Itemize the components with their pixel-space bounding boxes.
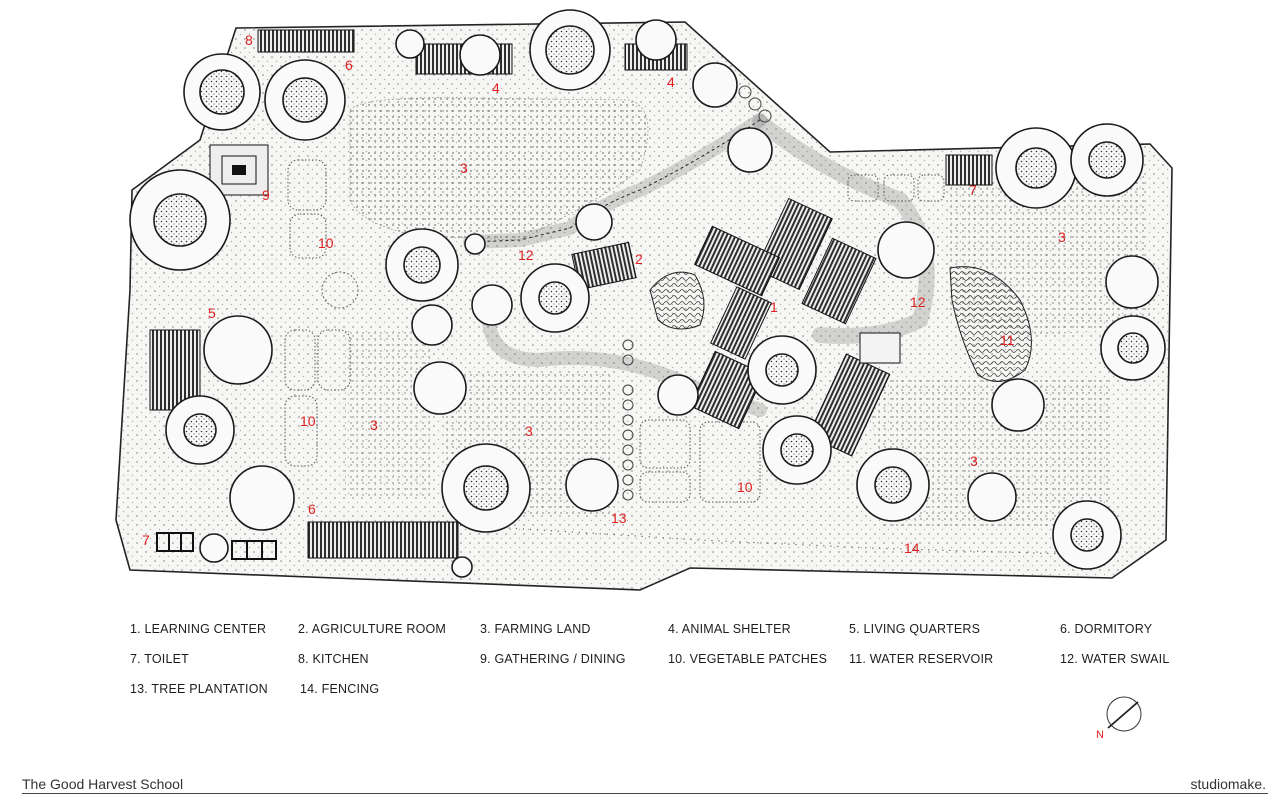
footer-divider [22, 793, 1268, 794]
tree-icon [967, 472, 1017, 522]
dormitory-south [307, 521, 459, 559]
toilet-southwest [156, 532, 277, 560]
circular-plot [321, 271, 359, 309]
tree-icon [464, 233, 486, 255]
tree-icon [991, 378, 1045, 432]
tree-icon [877, 221, 935, 279]
plan-number: 10 [318, 235, 334, 251]
tree-icon [1052, 500, 1122, 570]
north-label: N [1096, 729, 1104, 740]
plan-number: 1 [770, 299, 778, 315]
farming-field-southeast [870, 380, 1112, 530]
tree-icon [471, 284, 513, 326]
plan-number: 7 [142, 532, 150, 548]
tree-icon [692, 62, 738, 108]
legend-item: 7. TOILET [130, 652, 190, 666]
water-reservoir [949, 266, 1032, 382]
plan-number: 3 [525, 423, 533, 439]
plan-number: 3 [970, 453, 978, 469]
tree-icon [565, 458, 619, 512]
farming-field-north [349, 97, 649, 241]
tree-plantation-row [622, 85, 772, 501]
plan-number: 11 [1000, 332, 1015, 348]
legend-item: 11. WATER RESERVOIR [849, 652, 994, 666]
plan-number: 12 [518, 247, 534, 263]
legend-item: 6. DORMITORY [1060, 622, 1153, 636]
tree-icon [411, 304, 453, 346]
gathering-dining-hut [209, 144, 269, 196]
tree-icon [264, 59, 346, 141]
toilet-east [945, 154, 993, 186]
plan-number: 13 [611, 510, 627, 526]
tree-icon [575, 203, 613, 241]
plan-number: 6 [345, 57, 353, 73]
trees [129, 9, 1166, 578]
tree-icon [459, 34, 501, 76]
legend-item: 2. AGRICULTURE ROOM [298, 622, 447, 636]
legend-item: 5. LIVING QUARTERS [849, 622, 981, 636]
tree-icon [1100, 315, 1166, 381]
kitchen [257, 29, 355, 53]
tree-icon [635, 19, 677, 61]
tree-icon [657, 374, 699, 416]
legend-item: 12. WATER SWAIL [1060, 652, 1170, 666]
plan-number: 4 [492, 80, 500, 96]
tree-icon [229, 465, 295, 531]
plan-number: 6 [308, 501, 316, 517]
plan-number: 7 [969, 182, 977, 198]
tree-icon [727, 127, 773, 173]
tree-icon [520, 263, 590, 333]
legend-item: 10. VEGETABLE PATCHES [668, 652, 828, 666]
legend-item: 9. GATHERING / DINING [480, 652, 626, 666]
tree-icon [856, 448, 930, 522]
plan-number: 12 [910, 294, 926, 310]
water-swail-south [481, 293, 767, 417]
tree-icon [762, 415, 832, 485]
plan-number: 14 [904, 540, 920, 556]
vegetable-patches-west [284, 159, 351, 467]
fencing [459, 524, 1101, 556]
tree-icon [413, 361, 467, 415]
legend-item: 4. ANIMAL SHELTER [668, 622, 791, 636]
legend-item: 13. TREE PLANTATION [130, 682, 268, 696]
north-arrow-icon: N [1096, 696, 1142, 740]
project-title: The Good Harvest School [22, 776, 184, 792]
plan-numbers: 8 6 4 4 3 9 10 12 2 7 3 1 12 11 5 10 3 3… [142, 32, 1066, 556]
plan-number: 4 [667, 74, 675, 90]
pond-west [649, 271, 705, 330]
tree-icon [203, 315, 273, 385]
legend-item: 14. FENCING [300, 682, 380, 696]
plan-number: 5 [208, 305, 216, 321]
tree-icon [1105, 255, 1159, 309]
studio-credit: studiomake. [1190, 776, 1266, 792]
plan-number: 3 [1058, 229, 1066, 245]
plan-number: 10 [737, 479, 753, 495]
tree-icon [995, 127, 1077, 209]
tree-icon [747, 335, 817, 405]
tree-icon [199, 533, 229, 563]
tree-icon [451, 556, 473, 578]
vegetable-patches-east [847, 174, 945, 202]
plan-number: 10 [300, 413, 316, 429]
legend-item: 3. FARMING LAND [480, 622, 591, 636]
plan-number: 9 [262, 187, 270, 203]
plan-number: 3 [460, 160, 468, 176]
tree-icon [183, 53, 261, 131]
legend-item: 1. LEARNING CENTER [130, 622, 267, 636]
plan-number: 8 [245, 32, 253, 48]
tree-icon [165, 395, 235, 465]
plan-number: 3 [370, 417, 378, 433]
tree-icon [129, 169, 231, 271]
tree-icon [1070, 123, 1144, 197]
tree-icon [395, 29, 425, 59]
tree-icon [385, 228, 459, 302]
learning-center [689, 197, 901, 457]
tree-icon [529, 9, 611, 91]
plan-number: 2 [635, 251, 643, 267]
farming-field-west [345, 330, 432, 500]
tree-icon [441, 443, 531, 533]
site-plan: 8 6 4 4 3 9 10 12 2 7 3 1 12 11 5 10 3 3… [115, 9, 1173, 591]
legend-item: 8. KITCHEN [298, 652, 369, 666]
